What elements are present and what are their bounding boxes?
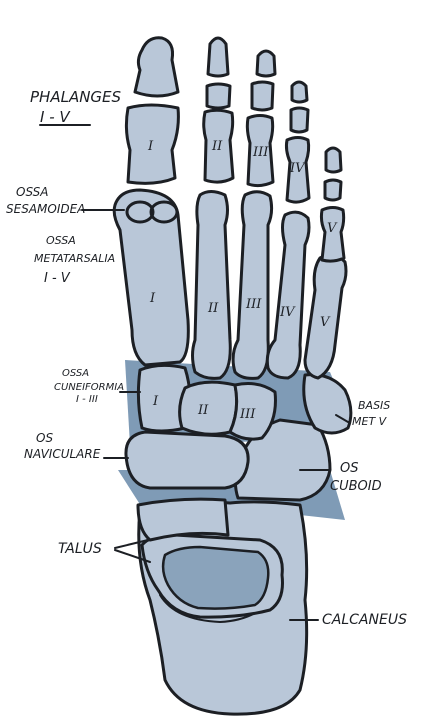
- label-calcaneus: CALCANEUS: [322, 612, 407, 628]
- meta-4-numeral: IV: [279, 305, 296, 320]
- label-cuboid-2: CUBOID: [330, 479, 382, 494]
- phalanx-5-numeral: V: [327, 221, 338, 236]
- label-sesamoidea-2: SESAMOIDEA: [6, 202, 85, 216]
- label-naviculare-1: OS: [36, 431, 53, 445]
- label-naviculare-2: NAVICULARE: [24, 447, 101, 461]
- label-cuneiformia-2: CUNEIFORMIA: [54, 382, 124, 393]
- distal-phalanx-1: [135, 38, 178, 96]
- middle-phalanx-4: [291, 108, 308, 132]
- phalanx-4-numeral: IV: [289, 161, 306, 176]
- metatarsal-3-bone: [233, 192, 272, 379]
- middle-phalanx-5: [325, 180, 341, 200]
- cuneiform-1-numeral: I: [152, 394, 159, 409]
- label-phalanges-range: I - V: [40, 108, 71, 126]
- distal-phalanx-5: [326, 148, 341, 172]
- distal-phalanx-2: [208, 38, 228, 76]
- meta-3-numeral: III: [245, 297, 262, 312]
- talus-trochlea: [163, 547, 268, 609]
- cuneiform-2-numeral: II: [197, 403, 209, 418]
- label-talus: TALUS: [58, 541, 102, 557]
- meta-2-numeral: II: [207, 301, 219, 316]
- distal-phalanx-3: [257, 51, 275, 76]
- label-metatarsalia-3: I - V: [44, 271, 71, 286]
- middle-phalanx-3: [252, 82, 273, 110]
- label-phalanges: PHALANGES: [30, 88, 122, 106]
- middle-phalanx-2: [207, 84, 230, 108]
- navicular-bone: [126, 432, 248, 488]
- label-metatarsalia-2: METATARSALIA: [34, 252, 115, 265]
- phalanx-2-numeral: II: [211, 139, 223, 154]
- label-cuboid-1: OS: [340, 461, 358, 476]
- label-basis-2: MET V: [352, 415, 388, 428]
- phalanx-1-numeral: I: [147, 139, 154, 154]
- talus-neck: [138, 499, 228, 540]
- phalanx-3-numeral: III: [252, 145, 269, 160]
- label-sesamoidea-1: OSSA: [16, 185, 48, 199]
- distal-phalanx-4: [292, 82, 307, 102]
- metatarsal-4-bone: [267, 212, 309, 378]
- cuneiform-3-numeral: III: [239, 407, 256, 422]
- label-cuneiformia-1: OSSA: [62, 368, 89, 379]
- label-cuneiformia-3: I - III: [76, 394, 98, 405]
- meta-5-numeral: V: [320, 315, 331, 330]
- label-basis-1: BASIS: [358, 399, 390, 412]
- meta-1-numeral: I: [149, 291, 156, 306]
- label-metatarsalia-1: OSSA: [46, 234, 76, 247]
- metatarsal-2-bone: [193, 192, 231, 379]
